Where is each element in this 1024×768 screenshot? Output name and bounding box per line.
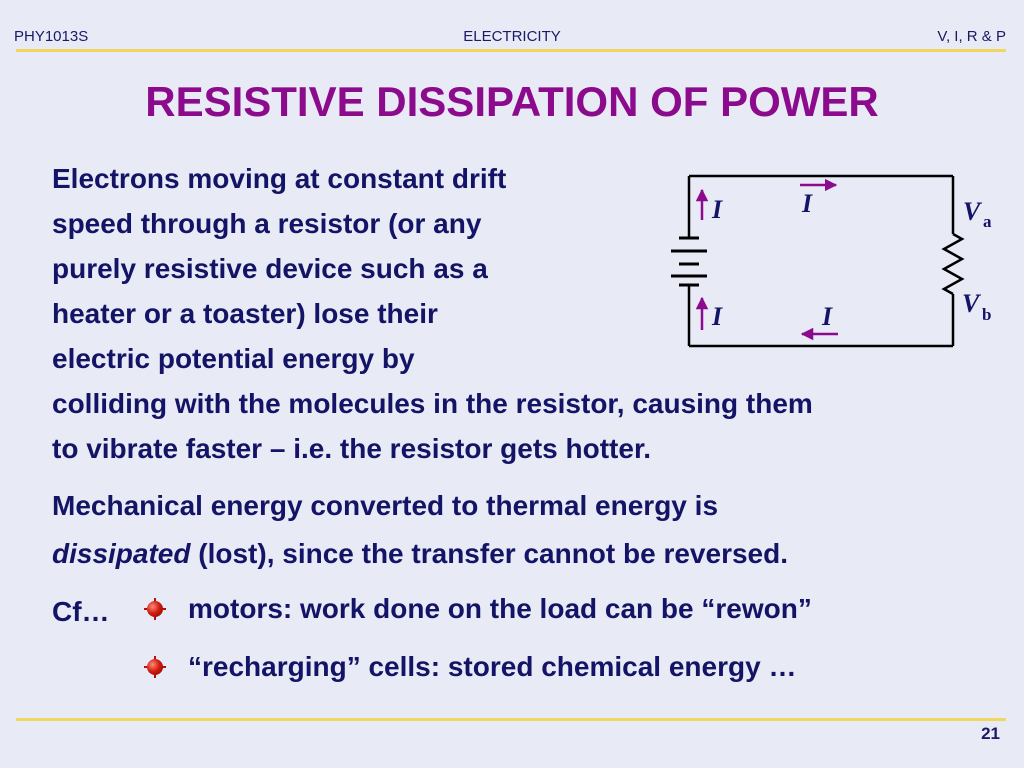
current-label: I	[711, 195, 723, 224]
vb-subscript: b	[982, 305, 991, 324]
cf-label: Cf…	[52, 596, 110, 627]
bottom-divider	[16, 718, 1006, 721]
battery-symbol	[671, 236, 707, 287]
p1-line: colliding with the molecules in the resi…	[52, 388, 813, 419]
paragraph-1-top: Electrons moving at constant drift speed…	[52, 156, 642, 381]
current-label: I	[711, 302, 723, 331]
p1-line: heater or a toaster) lose their	[52, 298, 438, 329]
topic-header: ELECTRICITY	[463, 28, 561, 45]
page-number: 21	[981, 724, 1000, 743]
paragraph-1-bottom: colliding with the molecules in the resi…	[52, 381, 1012, 471]
slide-title: RESISTIVE DISSIPATION OF POWER	[145, 78, 879, 125]
paragraph-2: Mechanical energy converted to thermal e…	[52, 482, 1012, 578]
va-subscript: a	[983, 212, 992, 231]
p1-line: speed through a resistor (or any	[52, 208, 482, 239]
p2-line-2: dissipated (lost), since the transfer ca…	[52, 530, 1012, 578]
p2-line-1: Mechanical energy converted to thermal e…	[52, 490, 719, 521]
dissipated-word: dissipated	[52, 538, 191, 569]
current-label: I	[821, 302, 833, 331]
p2-line-2-rest: (lost), since the transfer cannot be rev…	[190, 538, 788, 569]
va-label: V	[963, 197, 983, 226]
p1-line: Electrons moving at constant drift	[52, 163, 507, 194]
p1-line: electric potential energy by	[52, 343, 415, 374]
vb-label: V	[962, 289, 982, 318]
resistor-symbol	[941, 232, 965, 296]
starburst-bullet-icon	[144, 656, 166, 678]
bullet-item: “recharging” cells: stored chemical ener…	[144, 651, 796, 683]
starburst-bullet-icon	[144, 598, 166, 620]
top-divider	[16, 49, 1006, 52]
course-code: PHY1013S	[14, 28, 89, 45]
bullet-item: motors: work done on the load can be “re…	[144, 593, 812, 625]
bullet-text: “recharging” cells: stored chemical ener…	[188, 651, 797, 682]
circuit-wires	[687, 174, 965, 348]
current-label: I	[801, 189, 813, 218]
bullet-text: motors: work done on the load can be “re…	[188, 593, 812, 624]
p1-line: to vibrate faster – i.e. the resistor ge…	[52, 433, 652, 464]
p1-line: purely resistive device such as a	[52, 253, 488, 284]
section-header: V, I, R & P	[937, 28, 1006, 45]
